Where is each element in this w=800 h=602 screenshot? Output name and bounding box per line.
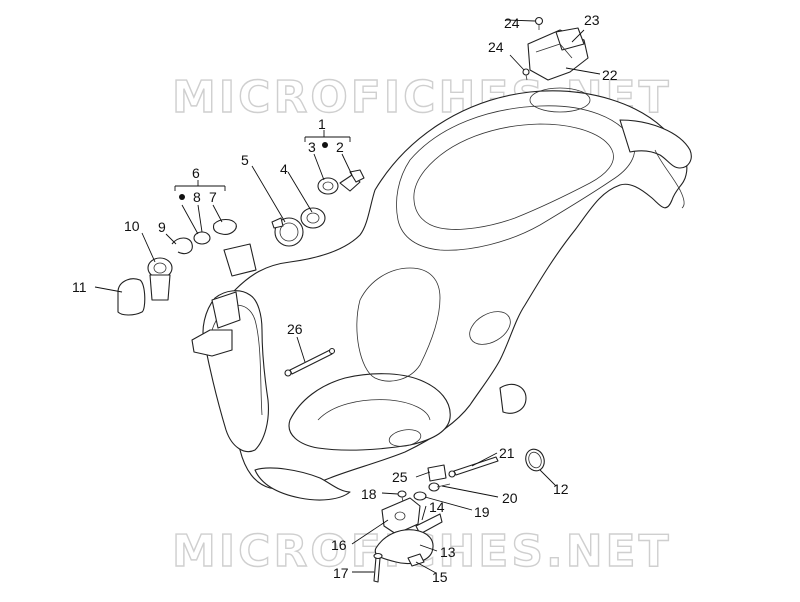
callout-5: 5 <box>241 152 249 168</box>
part-fuel-cap-ring <box>271 217 304 247</box>
callout-1: 1 <box>318 116 326 132</box>
part-grommet <box>413 491 427 501</box>
callout-24-lower: 24 <box>488 39 504 55</box>
callout-11: 11 <box>72 279 87 295</box>
callout-16: 16 <box>331 537 347 553</box>
callout-18: 18 <box>361 486 377 502</box>
part-clip <box>212 218 237 235</box>
callout-15: 15 <box>432 569 448 585</box>
group-bracket-6 <box>174 180 226 200</box>
callout-7: 7 <box>209 189 217 205</box>
callout-21: 21 <box>499 445 515 461</box>
part-rod-21 <box>448 456 499 478</box>
body-frame <box>191 87 692 501</box>
part-latch <box>381 497 421 535</box>
callout-labels: 1 2 3 4 5 6 7 8 9 10 11 12 13 14 15 16 1… <box>72 12 618 585</box>
callout-13: 13 <box>440 544 456 560</box>
callout-23: 23 <box>584 12 600 28</box>
part-lock-cylinder <box>317 177 339 195</box>
callout-22: 22 <box>602 67 618 83</box>
part-lock-housing <box>300 207 326 229</box>
callout-10: 10 <box>124 218 140 234</box>
part-cable-tie <box>171 237 193 255</box>
part-top-bracket <box>527 27 589 81</box>
callout-17: 17 <box>333 565 349 581</box>
callout-12: 12 <box>553 481 569 497</box>
leader-lines <box>94 19 601 574</box>
part-insert <box>193 231 211 245</box>
callout-14: 14 <box>429 499 445 515</box>
callout-19: 19 <box>474 504 490 520</box>
callout-20: 20 <box>502 490 518 506</box>
callout-8: 8 <box>193 189 201 205</box>
callout-24-top: 24 <box>504 15 520 31</box>
part-clip-15 <box>407 553 425 567</box>
part-rod-26 <box>284 347 336 377</box>
callout-3: 3 <box>308 139 316 155</box>
part-block <box>427 464 447 482</box>
part-gasket <box>525 448 545 472</box>
part-cover-cap <box>117 278 146 316</box>
part-screw-24-lower <box>522 68 530 81</box>
part-socket <box>147 257 173 301</box>
group-bracket-1 <box>304 130 351 148</box>
part-key <box>339 169 365 192</box>
part-screw-24-top <box>534 16 544 30</box>
part-bolt-20 <box>428 482 451 492</box>
callout-9: 9 <box>158 219 166 235</box>
callout-25: 25 <box>392 469 408 485</box>
part-screw-17 <box>373 552 383 583</box>
callout-2: 2 <box>336 139 344 155</box>
callout-26: 26 <box>287 321 303 337</box>
callout-6: 6 <box>192 165 200 181</box>
callout-4: 4 <box>280 161 288 177</box>
